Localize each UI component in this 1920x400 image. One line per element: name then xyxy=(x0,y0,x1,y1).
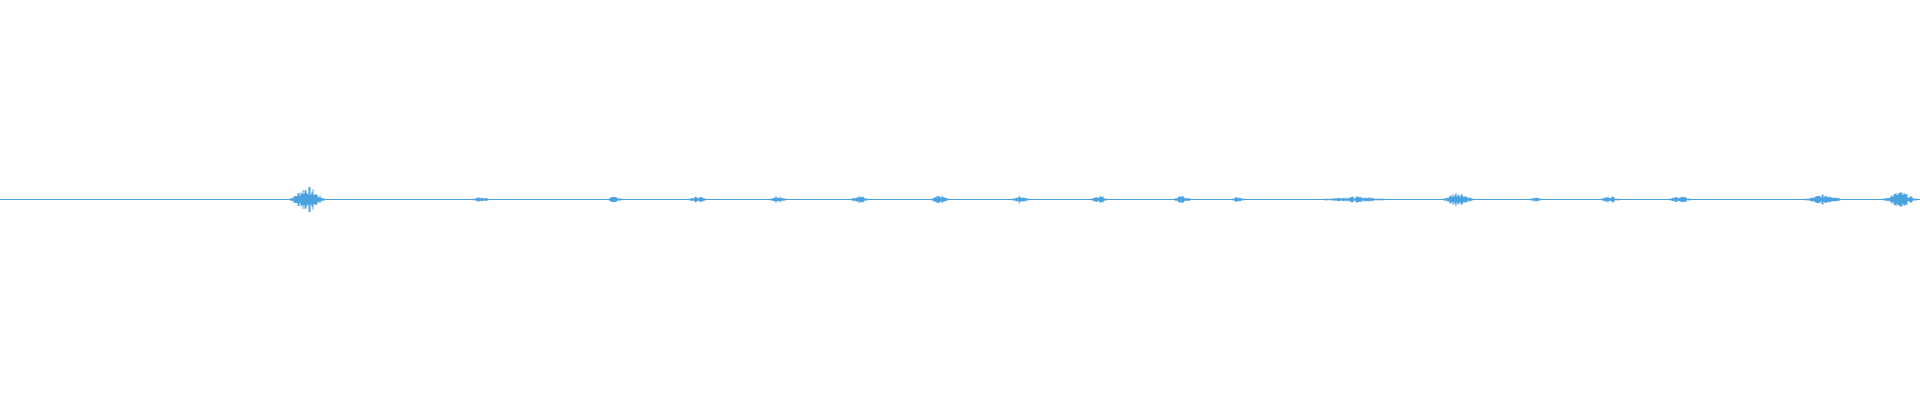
waveform-burst xyxy=(1879,192,1920,207)
waveform-burst xyxy=(1526,197,1546,202)
waveform-burst xyxy=(468,197,494,202)
waveform-burst xyxy=(1227,197,1249,202)
waveform-burst xyxy=(765,196,791,203)
waveform-burst xyxy=(602,196,628,203)
waveform-burst xyxy=(927,195,953,204)
waveform-burst xyxy=(1439,193,1477,206)
waveform-burst xyxy=(1306,196,1404,203)
waveform-bursts xyxy=(286,186,1920,213)
waveform-burst xyxy=(1663,196,1697,203)
waveform-burst xyxy=(1169,195,1195,204)
waveform-burst xyxy=(1086,195,1112,204)
waveform-burst xyxy=(1595,196,1625,203)
waveform-burst xyxy=(1007,195,1033,204)
waveform-burst xyxy=(286,186,328,213)
waveform-burst xyxy=(846,196,872,203)
waveform-burst xyxy=(1800,194,1850,205)
waveform-burst xyxy=(684,196,712,203)
